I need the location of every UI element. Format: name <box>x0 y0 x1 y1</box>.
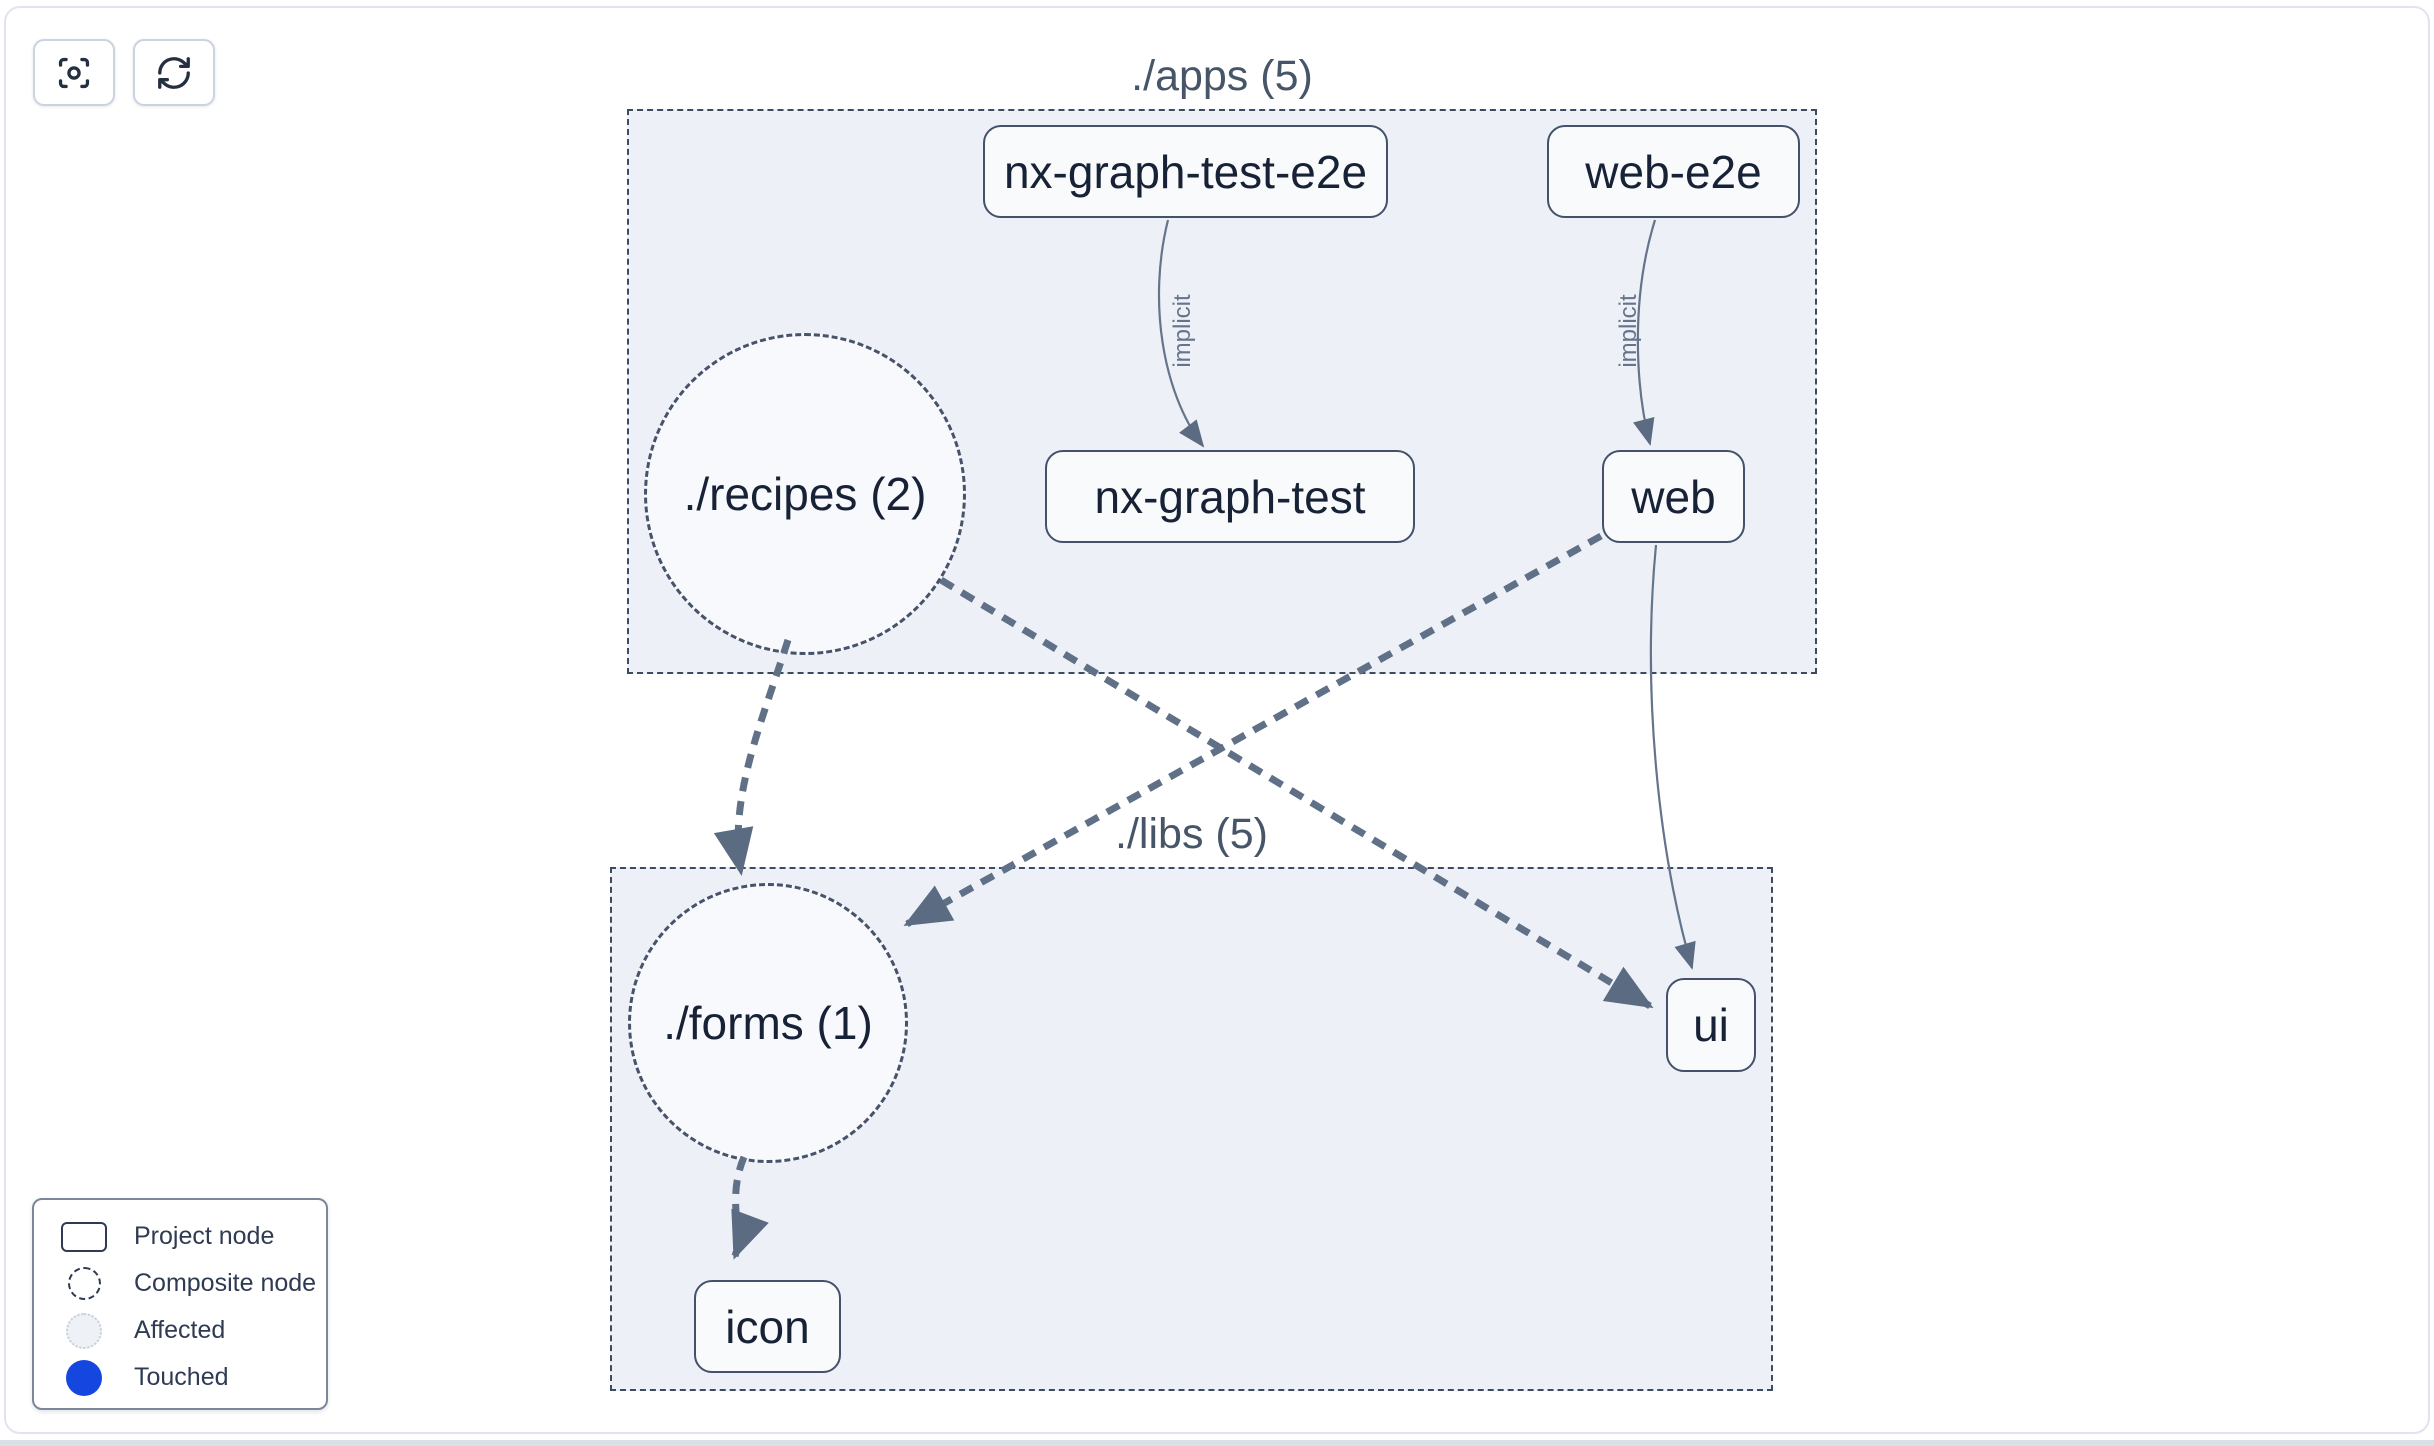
project-node-nx-graph-test-e2e[interactable]: nx-graph-test-e2e <box>983 125 1388 218</box>
node-label: nx-graph-test <box>1094 470 1366 523</box>
legend-row-composite-node: Composite node <box>34 1260 326 1307</box>
toolbar <box>33 39 215 106</box>
project-node-icon[interactable]: icon <box>694 1280 841 1373</box>
legend-label: Project node <box>134 1222 275 1250</box>
node-label: web <box>1631 470 1716 523</box>
composite-node-forms[interactable]: ./forms (1) <box>628 883 908 1163</box>
node-label: ./recipes (2) <box>683 468 927 520</box>
node-label: ui <box>1693 999 1729 1051</box>
project-node-web[interactable]: web <box>1602 450 1745 543</box>
touched-symbol <box>66 1359 102 1396</box>
legend-row-affected: Affected <box>34 1307 326 1354</box>
bottom-edge-strip <box>0 1440 2434 1446</box>
composite-node-symbol <box>67 1267 101 1300</box>
node-label: nx-graph-test-e2e <box>1003 145 1368 198</box>
node-label: web-e2e <box>1585 145 1762 198</box>
refresh-icon <box>158 56 190 89</box>
zoom-to-fit-button[interactable] <box>33 39 115 106</box>
project-node-web-e2e[interactable]: web-e2e <box>1547 125 1800 218</box>
legend: Project node Composite node Affected Tou… <box>32 1198 328 1410</box>
legend-label: Affected <box>134 1316 226 1344</box>
affected-symbol <box>66 1312 102 1349</box>
legend-label: Touched <box>134 1363 229 1391</box>
legend-row-project-node: Project node <box>34 1213 326 1260</box>
project-node-nx-graph-test[interactable]: nx-graph-test <box>1045 450 1415 543</box>
refresh-button[interactable] <box>133 39 215 106</box>
group-apps-label: ./apps (5) <box>1131 52 1313 100</box>
node-label: ./forms (1) <box>663 997 873 1049</box>
node-label: icon <box>725 1300 810 1353</box>
project-node-symbol <box>61 1221 107 1252</box>
composite-node-recipes[interactable]: ./recipes (2) <box>644 333 966 655</box>
focus-icon <box>58 57 90 88</box>
project-node-ui[interactable]: ui <box>1666 978 1756 1072</box>
group-libs-label: ./libs (5) <box>1115 810 1268 858</box>
legend-label: Composite node <box>134 1269 317 1297</box>
legend-row-touched: Touched <box>34 1354 326 1401</box>
